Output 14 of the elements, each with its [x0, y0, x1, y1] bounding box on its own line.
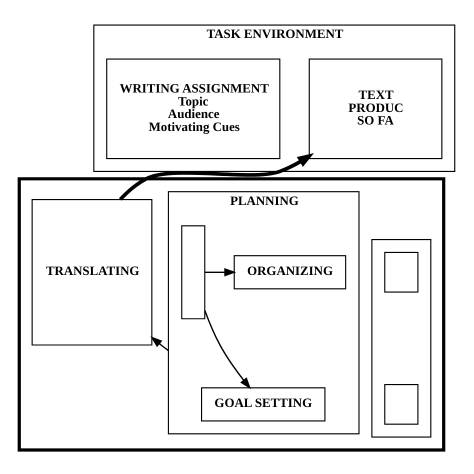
node-box: [384, 251, 418, 292]
node-box: TRANSLATING: [32, 198, 152, 346]
arrow: [118, 152, 314, 200]
cluster: [371, 238, 432, 438]
node-box: ORGANIZING: [234, 254, 346, 289]
node-box: GOAL SETTING: [201, 386, 326, 421]
arrow: [150, 336, 169, 351]
node-box: WRITING ASSIGNMENT Topic Audience Motivating Cues: [106, 58, 280, 159]
node-box: TEXT PRODUC SO FA: [308, 58, 442, 159]
arrow: [204, 309, 251, 389]
node-box: [384, 384, 418, 424]
cluster: [18, 176, 446, 452]
node-box: [181, 224, 206, 319]
arrow: [204, 268, 236, 276]
